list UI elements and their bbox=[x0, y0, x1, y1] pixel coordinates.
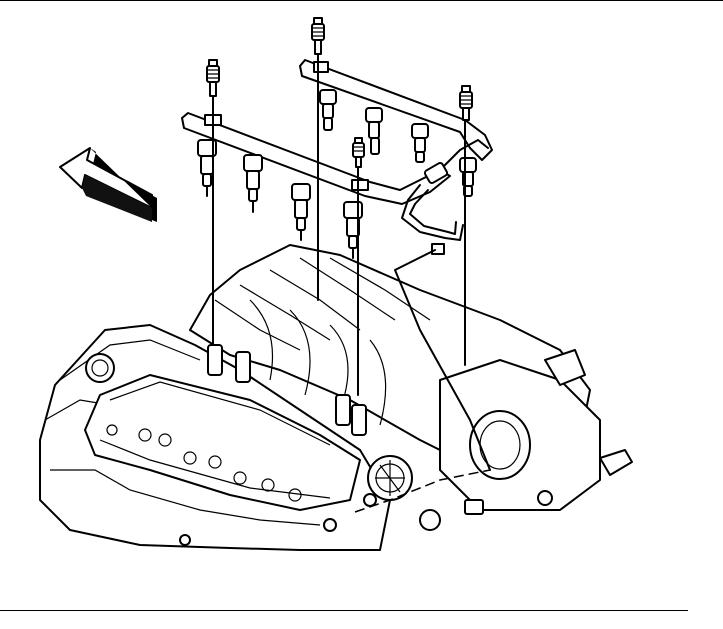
fuel-injector-left-3 bbox=[291, 183, 311, 241]
bottom-border-line bbox=[0, 610, 688, 611]
injector-boss-1 bbox=[207, 344, 223, 376]
throttle-body bbox=[419, 349, 633, 531]
fuel-pressure-fitting bbox=[464, 499, 484, 515]
top-border-line bbox=[0, 0, 723, 1]
front-pulley bbox=[367, 455, 413, 501]
injector-boss-3 bbox=[335, 394, 351, 426]
oil-filler-cap bbox=[85, 353, 115, 383]
left-fuel-rail bbox=[181, 112, 451, 205]
fuel-injector-left-1 bbox=[197, 139, 217, 197]
fuel-injector-right-2 bbox=[365, 107, 383, 155]
fuel-injector-left-2 bbox=[243, 154, 263, 213]
throttle-outlet bbox=[599, 449, 633, 476]
injector-boss-2 bbox=[235, 351, 251, 383]
valve-cover bbox=[84, 374, 361, 511]
fuel-injector-right-1 bbox=[319, 89, 337, 131]
injector-boss-4 bbox=[351, 404, 367, 436]
fuel-rail-bolt-4 bbox=[352, 137, 365, 168]
fuel-crossover-line bbox=[401, 139, 489, 255]
fuel-injector-right-4 bbox=[459, 157, 477, 197]
fasteners bbox=[179, 493, 484, 546]
fuel-rail-bolt-1 bbox=[206, 59, 220, 97]
sensor-connector bbox=[544, 349, 586, 386]
fuel-rail-bolt-2 bbox=[311, 17, 325, 55]
rail-bracket-left-2 bbox=[351, 179, 369, 191]
fuel-injector-left-4 bbox=[343, 201, 363, 259]
right-fuel-rail bbox=[299, 59, 493, 161]
fuel-injector-right-3 bbox=[411, 123, 429, 163]
fuel-rail-bolt-3 bbox=[459, 85, 473, 121]
alignment-lines bbox=[212, 53, 491, 513]
direction-arrow bbox=[59, 147, 157, 222]
